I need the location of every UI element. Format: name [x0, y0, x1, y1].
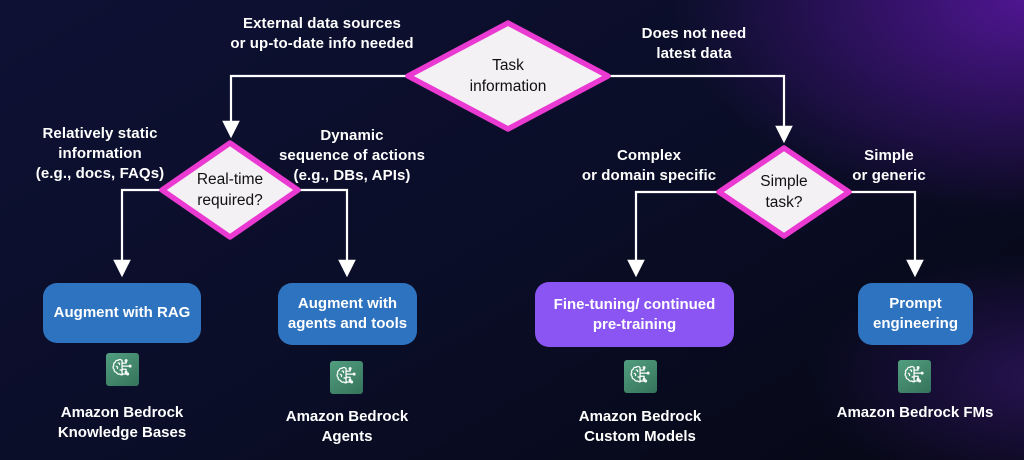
- outcome-box-prompt-engineering: Prompt engineering: [858, 283, 973, 345]
- branch-label-no-latest-data: Does not need latest data: [641, 25, 747, 62]
- outcome-box-agents: Augment with agents and tools: [278, 283, 417, 345]
- decision-label-simple-task: Simple task?: [760, 173, 808, 211]
- connector-realtime-to-agents: [298, 188, 356, 278]
- caption-agents: Amazon Bedrock Agents: [285, 408, 409, 445]
- connector-simpletask-to-prompt: [849, 190, 924, 278]
- outcome-box-fine-tuning: Fine-tuning/ continued pre-training: [535, 282, 734, 347]
- outcome-box-rag: Augment with RAG: [43, 283, 201, 343]
- branch-label-complex-domain: Complex or domain specific: [581, 147, 717, 184]
- connector-simpletask-to-finetuning: [627, 190, 719, 278]
- bedrock-icon: [106, 353, 139, 386]
- decision-diamond-simple-task: [716, 145, 852, 239]
- bedrock-icon: [624, 360, 657, 393]
- caption-knowledge-bases: Amazon Bedrock Knowledge Bases: [57, 404, 187, 441]
- bedrock-icon: [898, 360, 931, 393]
- branch-label-dynamic-actions: Dynamic sequence of actions (e.g., DBs, …: [278, 127, 426, 184]
- connector-realtime-to-rag: [113, 188, 162, 278]
- decision-diamond-task-information: [405, 20, 611, 132]
- connector-task-to-realtime: [222, 74, 408, 139]
- bedrock-icon: [330, 361, 363, 394]
- branch-label-simple-generic: Simple or generic: [852, 147, 926, 184]
- branch-label-external-data: External data sources or up-to-date info…: [230, 15, 414, 52]
- caption-custom-models: Amazon Bedrock Custom Models: [578, 408, 702, 445]
- caption-bedrock-fms: Amazon Bedrock FMs: [836, 404, 994, 421]
- branch-label-static-info: Relatively static information (e.g., doc…: [35, 125, 165, 182]
- decision-label-real-time-required: Real-time required?: [196, 171, 264, 209]
- connector-task-to-simpletask: [608, 74, 793, 144]
- decision-diamond-real-time-required: [159, 140, 301, 240]
- decision-label-task-information: Task information: [469, 57, 547, 95]
